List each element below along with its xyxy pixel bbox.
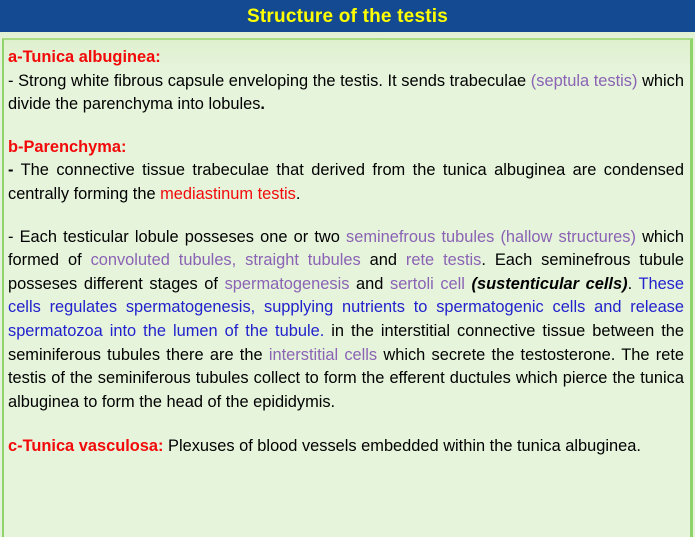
text-run: . (627, 274, 639, 293)
section-body-parenchyma: - The connective tissue trabeculae that … (8, 159, 684, 206)
term-rete-testis: rete testis (405, 251, 482, 270)
text-run: . (260, 95, 265, 114)
term-seminefrous-tubules: seminefrous tubules (hallow structures) (346, 227, 636, 246)
section-body-tunica-albuginea: - Strong white fibrous capsule envelopin… (8, 70, 684, 117)
section-body-parenchyma-detail: - Each testicular lobule posseses one or… (8, 226, 684, 415)
section-parenchyma-detail: - Each testicular lobule posseses one or… (8, 226, 684, 415)
text-run: in the interstitial connective tissue be… (8, 321, 684, 364)
term-mediastinum-testis: mediastinum testis (160, 184, 296, 203)
term-septula-testis: (septula testis) (530, 71, 638, 90)
text-run: which formed of (8, 227, 684, 270)
section-gap (8, 207, 684, 226)
slide-title-bar: Structure of the testis (0, 0, 695, 32)
section-heading-tunica-vasculosa: c-Tunica vasculosa: (8, 437, 164, 456)
text-run: - Strong white fibrous capsule envelopin… (8, 71, 531, 90)
text-run: - Each testicular lobule posseses one or… (8, 227, 347, 246)
slide-title: Structure of the testis (247, 5, 448, 27)
section-gap (8, 414, 684, 435)
section-tunica-vasculosa: c-Tunica vasculosa: Plexuses of blood ve… (8, 435, 684, 459)
text-run: . Each seminefrous tubule posseses diffe… (8, 251, 684, 293)
section-heading-parenchyma: b-Parenchyma: (8, 137, 127, 156)
text-run: The connective tissue trabeculae that de… (8, 161, 684, 203)
text-run: - (8, 161, 14, 180)
section-heading-tunica-albuginea: a-Tunica albuginea: (8, 48, 161, 66)
text-run: and (360, 251, 406, 270)
text-run: Plexuses of blood vessels embedded withi… (163, 437, 641, 456)
term-sertoli-cell: sertoli cell (390, 274, 472, 293)
text-run: and (349, 274, 390, 293)
text-run: which secrete the testosterone. The rete… (8, 345, 685, 411)
slide-content-body: a-Tunica albuginea: - Strong white fibro… (2, 38, 693, 537)
term-spermatogenesis: spermatogenesis (224, 274, 350, 293)
note-sertoli-function: These cells regulates spermatogenesis, s… (8, 274, 684, 340)
term-interstitial-cells: interstitial cells (268, 345, 378, 364)
section-gap (8, 117, 684, 136)
term-convoluted-straight-tubules: convoluted tubules, straight tubules (90, 251, 361, 270)
term-sustenticular-cells: (sustenticular cells) (471, 274, 628, 293)
section-body-tunica-vasculosa: c-Tunica vasculosa: Plexuses of blood ve… (8, 435, 684, 459)
section-parenchyma: b-Parenchyma: - The connective tissue tr… (8, 136, 684, 207)
text-run: which divide the parenchyma into lobules (8, 71, 684, 114)
text-run: . (295, 184, 301, 203)
section-tunica-albuginea: a-Tunica albuginea: - Strong white fibro… (8, 46, 684, 117)
